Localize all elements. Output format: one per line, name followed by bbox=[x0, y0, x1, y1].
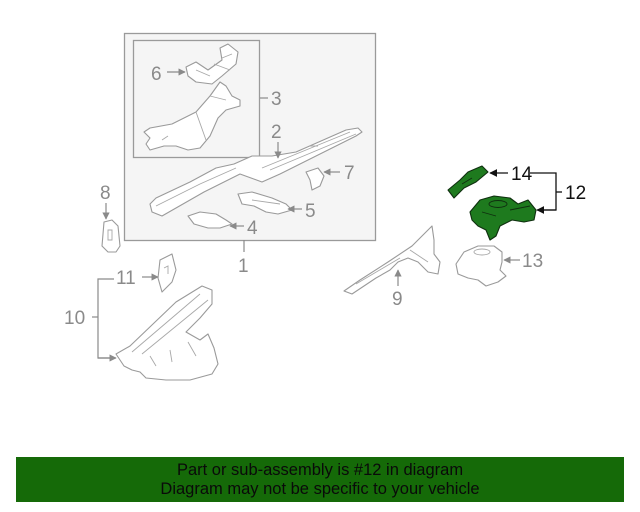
part-12-highlighted[interactable]: 12 bbox=[469, 172, 586, 241]
part-4[interactable]: 4 bbox=[187, 211, 258, 239]
banner-line-1: Part or sub-assembly is #12 in diagram bbox=[176, 461, 464, 479]
callout-2[interactable]: 2 bbox=[271, 122, 282, 143]
banner-line-2: Diagram may not be specific to your vehi… bbox=[160, 480, 480, 498]
callout-13[interactable]: 13 bbox=[522, 251, 543, 272]
part-5[interactable]: 5 bbox=[237, 191, 316, 222]
callout-6[interactable]: 6 bbox=[151, 64, 162, 85]
part-10[interactable]: 10 bbox=[64, 278, 219, 381]
callout-5[interactable]: 5 bbox=[305, 201, 316, 222]
part-3-rail[interactable] bbox=[143, 81, 241, 151]
callout-14[interactable]: 14 bbox=[511, 164, 533, 185]
callout-12[interactable]: 12 bbox=[565, 183, 586, 204]
part-7[interactable]: 7 bbox=[305, 163, 355, 191]
part-14-highlighted[interactable]: 14 bbox=[447, 164, 533, 199]
callout-10[interactable]: 10 bbox=[64, 308, 85, 329]
callout-7[interactable]: 7 bbox=[344, 163, 355, 184]
callout-4[interactable]: 4 bbox=[247, 218, 258, 239]
callout-8[interactable]: 8 bbox=[100, 183, 111, 204]
part-11[interactable]: 11 bbox=[116, 253, 177, 293]
callout-3[interactable]: 3 bbox=[271, 89, 282, 110]
callout-9[interactable]: 9 bbox=[392, 289, 403, 310]
part-8[interactable]: 8 bbox=[100, 183, 121, 253]
part-6[interactable]: 6 bbox=[151, 43, 239, 85]
info-banner: Part or sub-assembly is #12 in diagram D… bbox=[16, 457, 624, 502]
part-9[interactable]: 9 bbox=[343, 225, 441, 310]
callout-1[interactable]: 1 bbox=[238, 256, 249, 277]
callout-11[interactable]: 11 bbox=[116, 268, 136, 289]
part-2-rail[interactable]: 2 bbox=[149, 122, 363, 217]
part-13[interactable]: 13 bbox=[455, 245, 543, 287]
